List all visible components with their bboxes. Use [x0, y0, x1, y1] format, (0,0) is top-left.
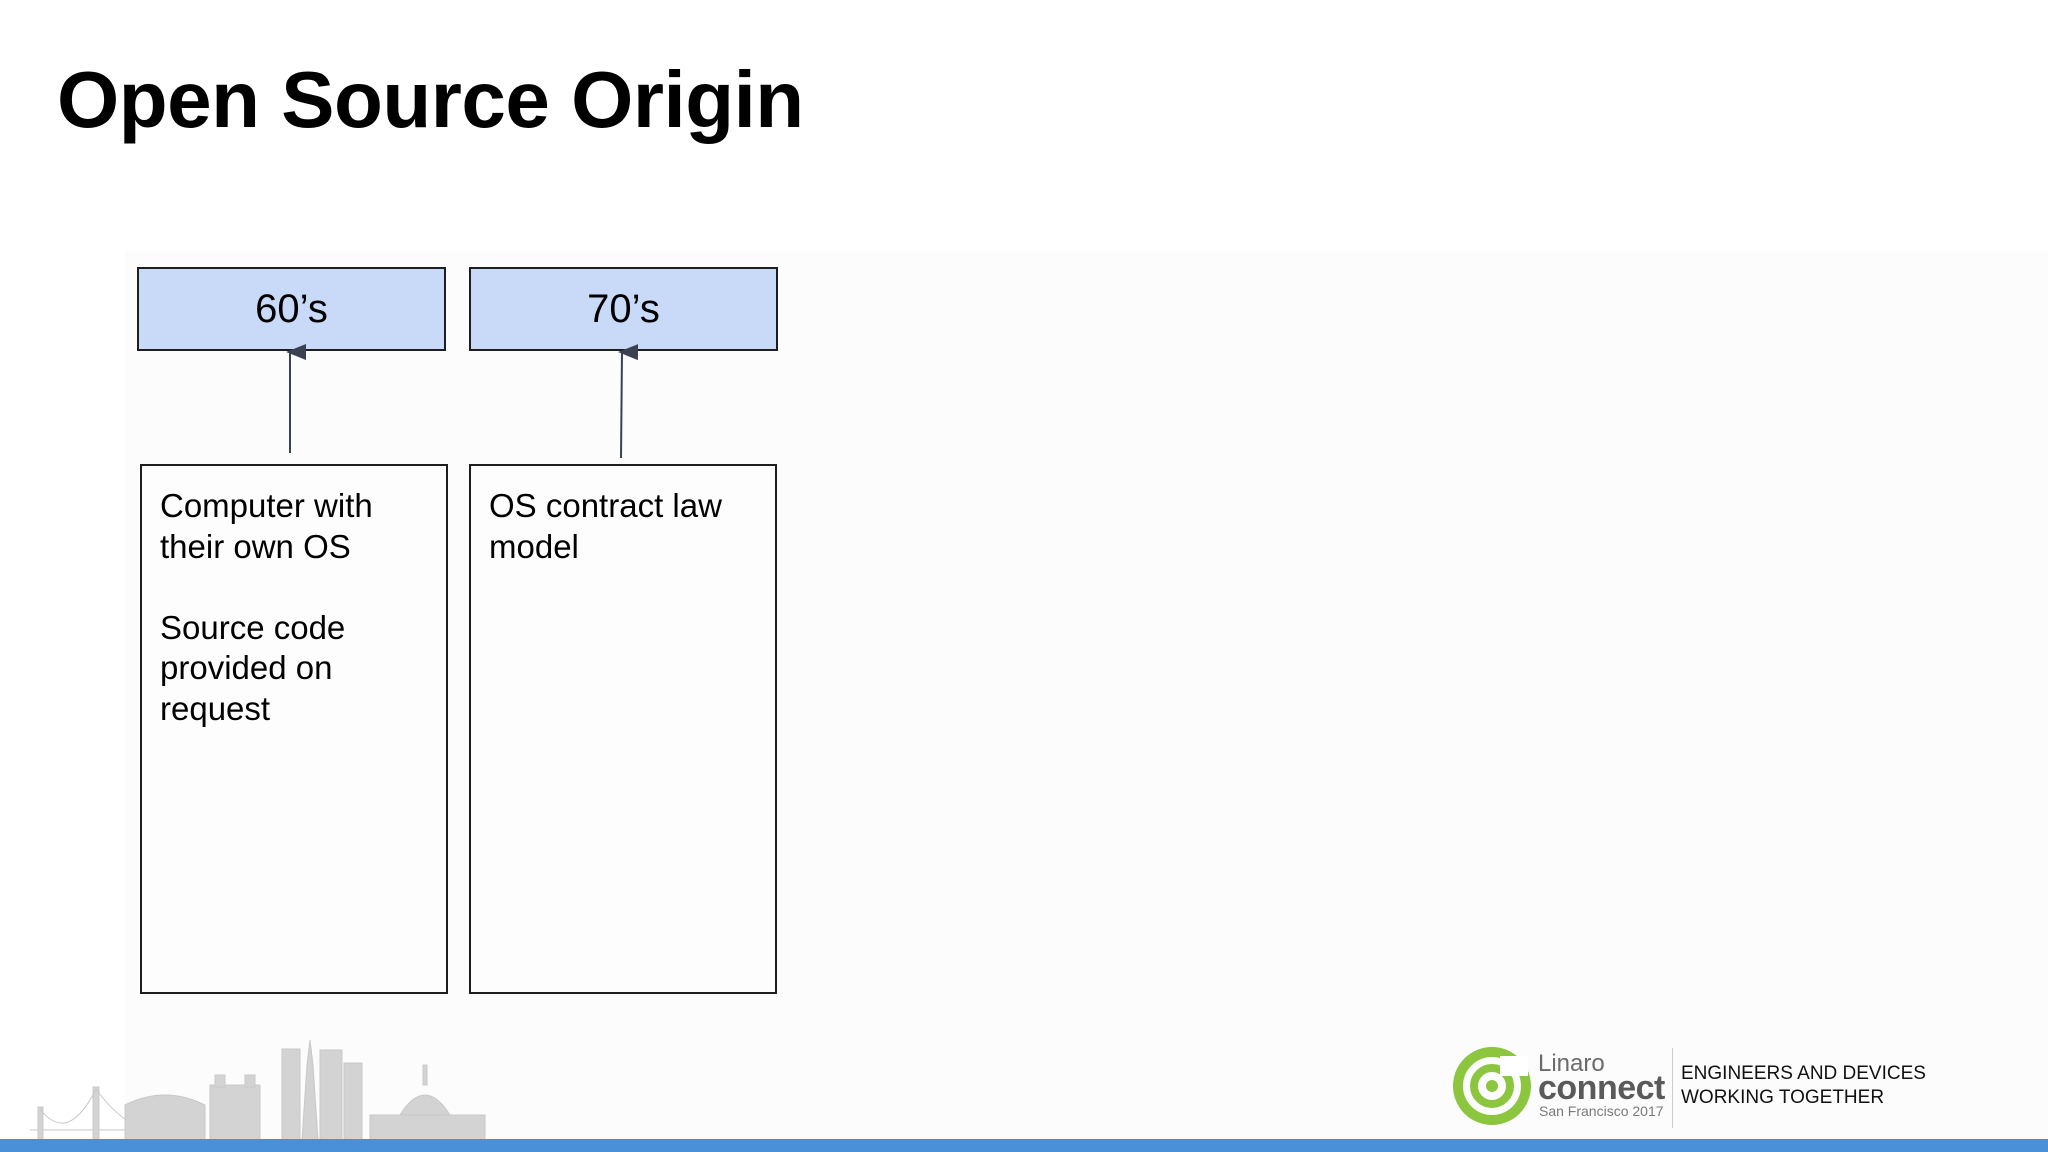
detail-box-60s: Computer with their own OS Source code p… [140, 464, 448, 994]
slide-title: Open Source Origin [57, 55, 804, 144]
brand-name-small: Linaro [1538, 1050, 1605, 1077]
era-box-60s: 60’s [137, 267, 446, 351]
footer-divider [1672, 1048, 1673, 1128]
footer-tagline: ENGINEERS AND DEVICES WORKING TOGETHER [1681, 1063, 1926, 1108]
linaro-connect-logo-icon [1453, 1047, 1531, 1125]
city-skyline-graphic [30, 1039, 486, 1140]
detail-text: Computer with their own OS [160, 487, 373, 565]
detail-box-70s: OS contract law model [469, 464, 777, 994]
detail-text: OS contract law model [489, 487, 722, 565]
detail-text: Source code provided on request [160, 608, 346, 727]
footer-accent-bar [0, 1139, 2048, 1152]
arrow-70s [618, 344, 639, 459]
era-box-70s: 70’s [469, 267, 778, 351]
brand-event-text: San Francisco 2017 [1539, 1103, 1664, 1119]
brand-name-large: connect [1538, 1069, 1665, 1107]
